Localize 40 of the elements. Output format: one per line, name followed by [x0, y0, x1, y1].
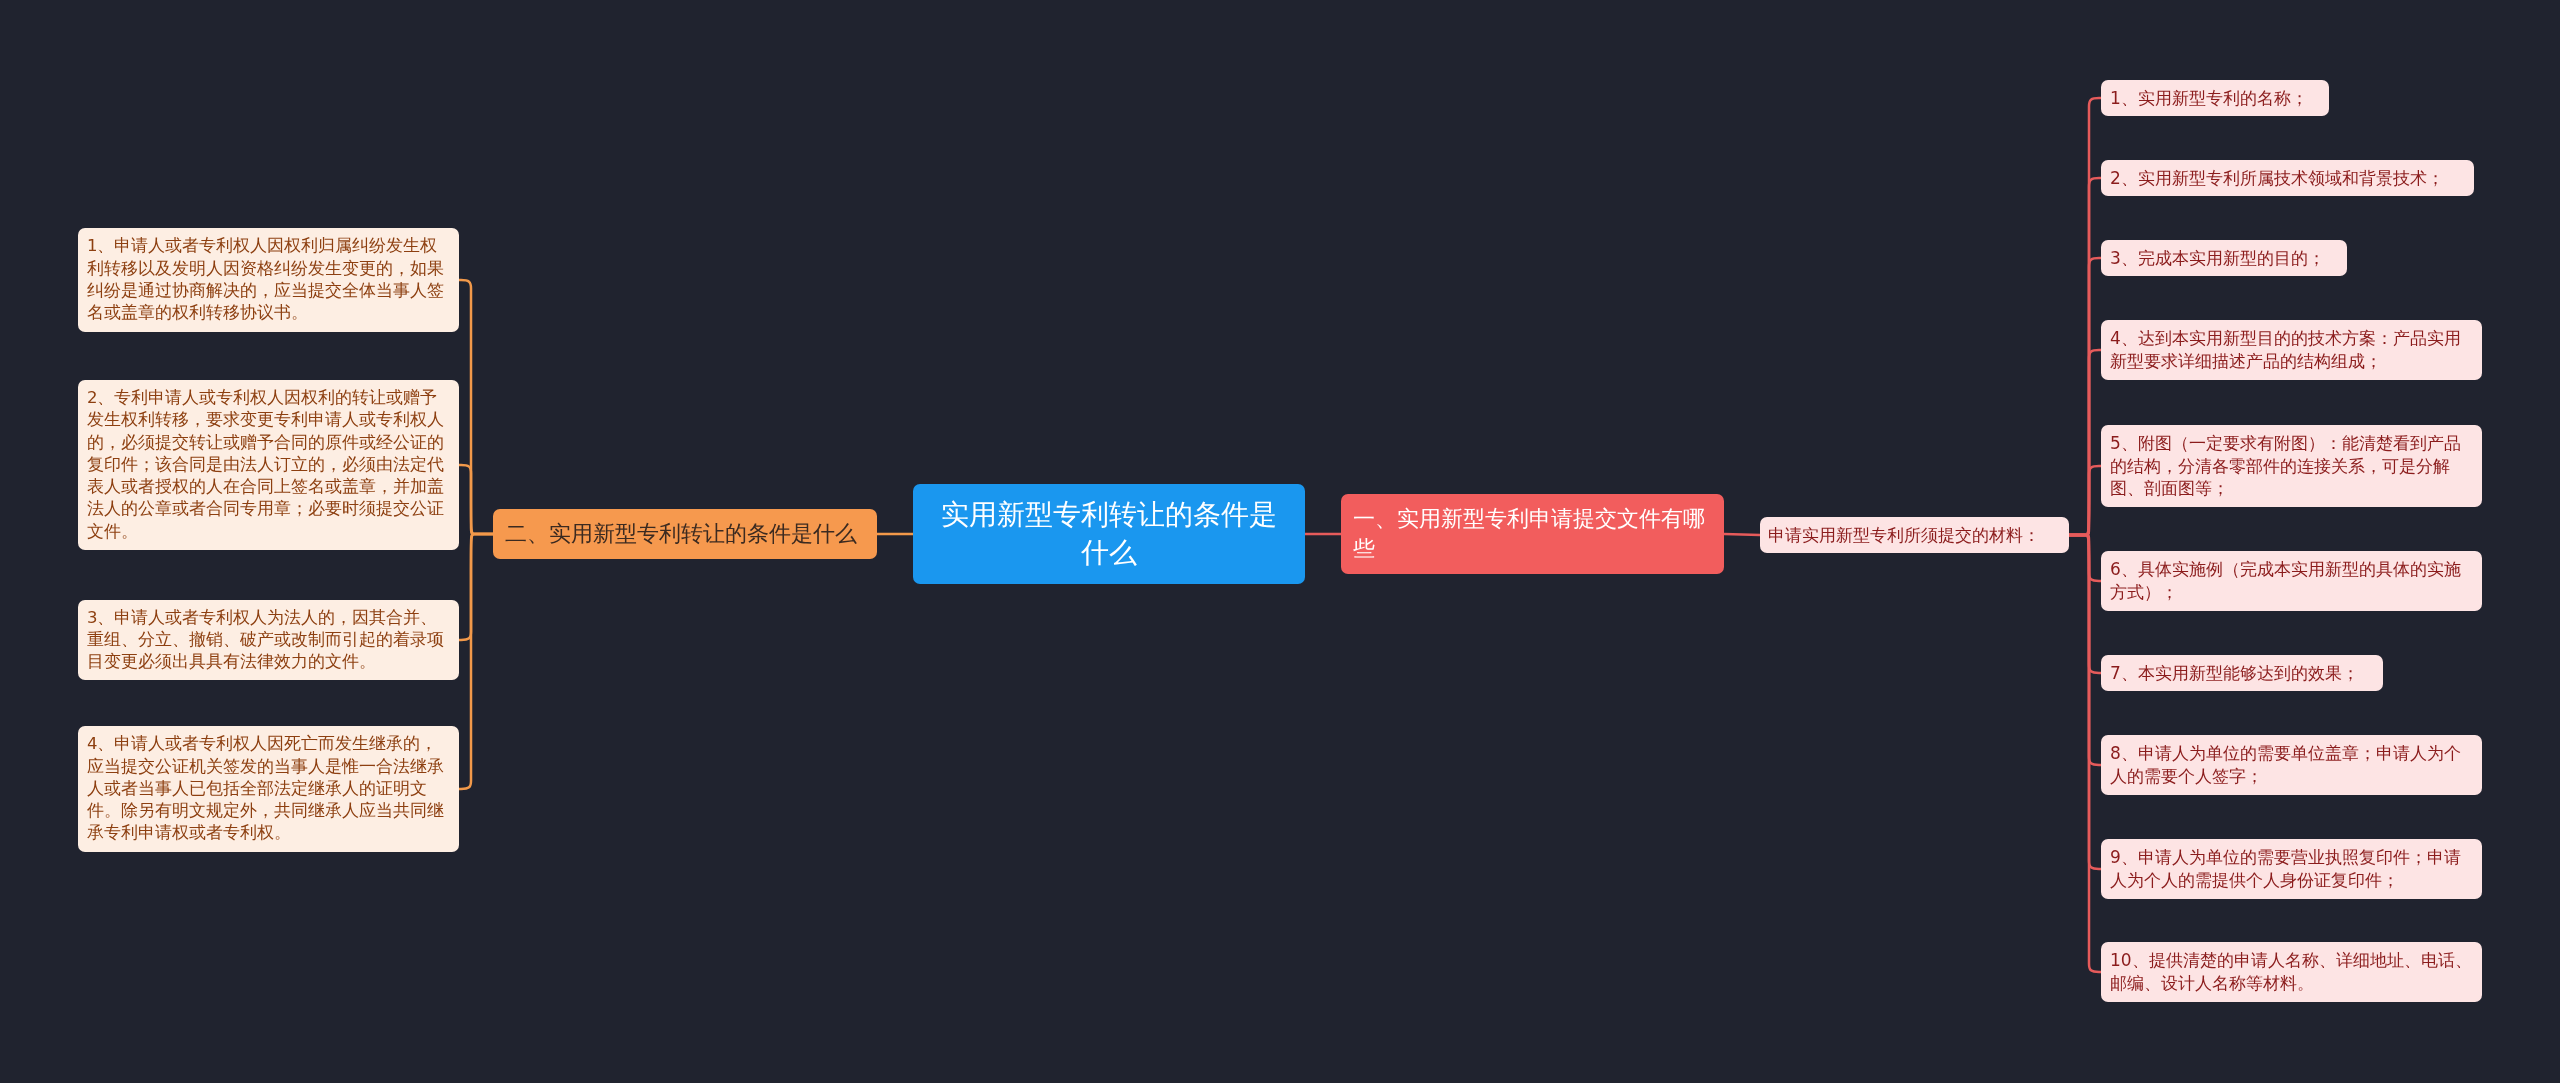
detail-box — [2101, 735, 2482, 795]
detail-box — [2101, 424, 2482, 508]
topic-text: 实用新型专利转让的条件是什么 — [940, 497, 1278, 571]
branch-topic-box — [493, 509, 877, 559]
connector-line — [1723, 532, 1761, 537]
detail-box — [78, 228, 459, 332]
detail-box — [2101, 239, 2347, 277]
topic-text: 4、申请人或者专利权人因死亡而发生继承的，应当提交公证机关签发的当事人是惟一合法继承人或者当事人已包括全部法定继承人的证明文件。除另有明文规定外，共同继承人应当共同继承专利申请权或者专利权。 — [87, 733, 445, 845]
topic-text: 申请实用新型专利所须提交的材料： — [1768, 523, 2041, 547]
topic-text: 8、申请人为单位的需要单位盖章；申请人为个人的需要个人签字； — [2110, 742, 2462, 788]
subtopic-box — [1760, 516, 2069, 554]
central-topic-box — [913, 484, 1305, 584]
connector-line — [1305, 532, 1341, 536]
connector-line — [877, 532, 913, 536]
topic-text: 5、附图（一定要求有附图）：能清楚看到产品的结构，分清各零部件的连接关系，可是分解图、剖面图等； — [2110, 431, 2462, 501]
topic-text: 10、提供清楚的申请人名称、详细地址、电话、邮编、设计人名称等材料。 — [2110, 949, 2473, 995]
topic-text: 7、本实用新型能够达到的效果； — [2110, 661, 2360, 685]
topic-text: 2、实用新型专利所属技术领域和背景技术； — [2110, 166, 2445, 190]
topic-text: 6、具体实施例（完成本实用新型的具体的实施方式）； — [2110, 558, 2462, 604]
connector-line — [2069, 533, 2103, 974]
topic-text: 1、申请人或者专利权人因权利归属纠纷发生权利转移以及发明人因资格纠纷发生变更的，如果纠纷是通过协商解决的，应当提交全体当事人签名或盖章的权利转移协议书。 — [87, 235, 445, 325]
detail-box — [2101, 320, 2482, 380]
detail-box — [2101, 839, 2482, 899]
topic-text: 3、申请人或者专利权人为法人的，因其合并、重组、分立、撤销、破产或改制而引起的着录项目变更必须出具具有法律效力的文件。 — [87, 606, 445, 674]
topic-text: 3、完成本实用新型的目的； — [2110, 246, 2326, 270]
detail-box — [2101, 159, 2474, 197]
topic-text: 4、达到本实用新型目的的技术方案：产品实用新型要求详细描述产品的结构组成； — [2110, 327, 2462, 373]
connector-line — [457, 532, 493, 791]
detail-box — [2101, 654, 2383, 692]
detail-box — [78, 599, 459, 681]
topic-text: 2、专利申请人或专利权人因权利的转让或赠予发生权利转移，要求变更专利申请人或专利权人的，必须提交转让或赠予合同的原件或经公证的复印件；该合同是由法人订立的，必须由法定代表人或者授权的人在合同上签名或盖章，并加盖法人的公章或者合同专用章；必要时须提交公证文件。 — [87, 387, 445, 543]
detail-box — [2101, 942, 2482, 1002]
detail-box — [2101, 551, 2482, 611]
topic-text: 一、实用新型专利申请提交文件有哪些 — [1353, 505, 1706, 563]
detail-box — [78, 726, 459, 852]
branch-topic-box — [1341, 494, 1724, 574]
topic-text: 二、实用新型专利转让的条件是什么 — [505, 520, 858, 549]
topic-text: 9、申请人为单位的需要营业执照复印件；申请人为个人的需提供个人身份证复印件； — [2110, 846, 2462, 892]
topic-text: 1、实用新型专利的名称； — [2110, 86, 2309, 110]
detail-box — [2101, 79, 2329, 117]
